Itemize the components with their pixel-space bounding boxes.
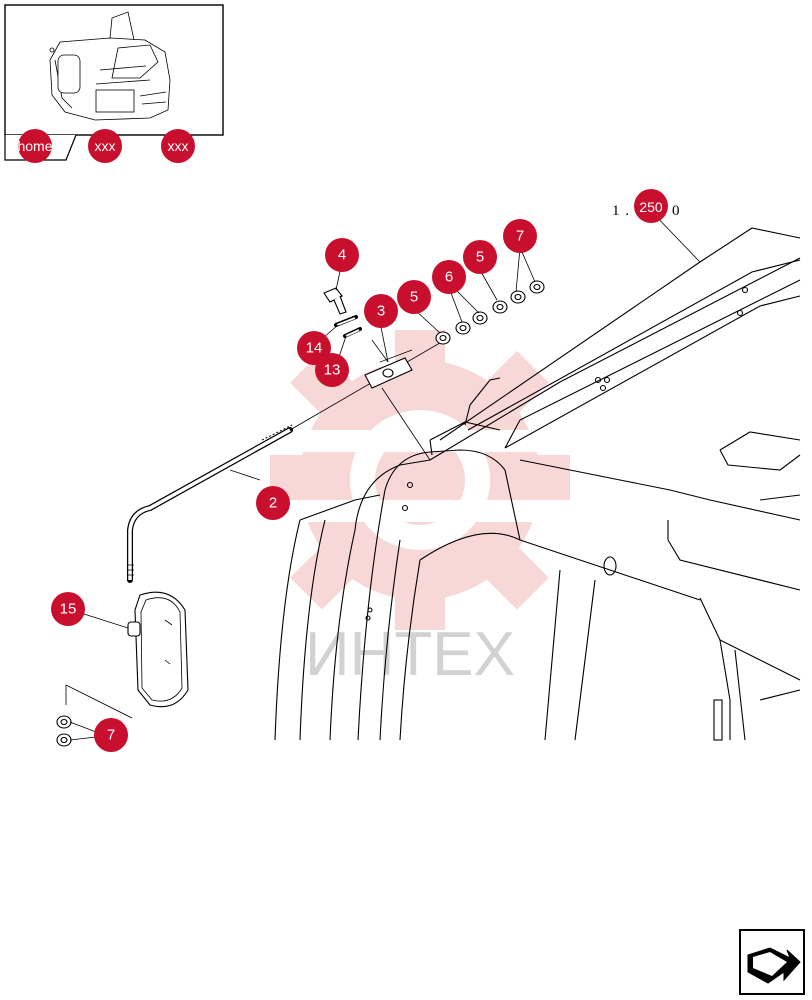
thumbnail-home-button[interactable]: home (17, 129, 53, 163)
callout-5b[interactable]: 5 (463, 240, 497, 274)
svg-text:14: 14 (306, 340, 323, 357)
svg-text:2: 2 (269, 495, 277, 512)
bolt (323, 287, 347, 315)
callout-6[interactable]: 6 (432, 260, 466, 294)
mirror-glass (127, 591, 189, 708)
svg-text:xxx: xxx (95, 138, 116, 154)
callout-13[interactable]: 13 (315, 353, 349, 387)
watermark-gear-icon (250, 330, 580, 630)
callout-7a[interactable]: 7 (503, 219, 537, 253)
mounting-bracket (364, 349, 413, 389)
svg-text:7: 7 (107, 727, 115, 744)
reference-suffix: 0 (672, 203, 680, 219)
svg-text:13: 13 (324, 362, 341, 379)
svg-text:3: 3 (377, 303, 385, 320)
callout-4[interactable]: 4 (325, 238, 359, 272)
callout-3[interactable]: 3 (364, 294, 398, 328)
leader-lines (69, 247, 536, 741)
svg-text:home: home (17, 138, 52, 154)
callout-15[interactable]: 15 (51, 592, 85, 626)
cab-structure (274, 227, 801, 741)
thumbnail-panel: home xxx xxx (4, 4, 224, 163)
thumbnail-xxx-button-2[interactable]: xxx (161, 129, 195, 163)
svg-text:6: 6 (445, 269, 453, 286)
reference-badge: 250 (639, 199, 663, 215)
callout-5a[interactable]: 5 (397, 280, 431, 314)
svg-text:xxx: xxx (168, 138, 189, 154)
next-page-button[interactable] (739, 929, 805, 995)
callout-2[interactable]: 2 (256, 486, 290, 520)
arrow-next-icon (747, 947, 801, 984)
mirror-assembly (56, 280, 545, 747)
excavator-thumbnail-icon (49, 11, 171, 121)
svg-text:15: 15 (60, 601, 77, 618)
reference-callout[interactable]: 1 . 1 250 0 (612, 189, 680, 223)
callout-7b[interactable]: 7 (94, 718, 128, 752)
svg-text:4: 4 (338, 247, 346, 264)
svg-text:5: 5 (476, 249, 484, 266)
washers-and-nuts (435, 280, 545, 345)
svg-text:7: 7 (516, 228, 524, 245)
svg-text:5: 5 (410, 289, 418, 306)
thumbnail-xxx-button-1[interactable]: xxx (88, 129, 122, 163)
